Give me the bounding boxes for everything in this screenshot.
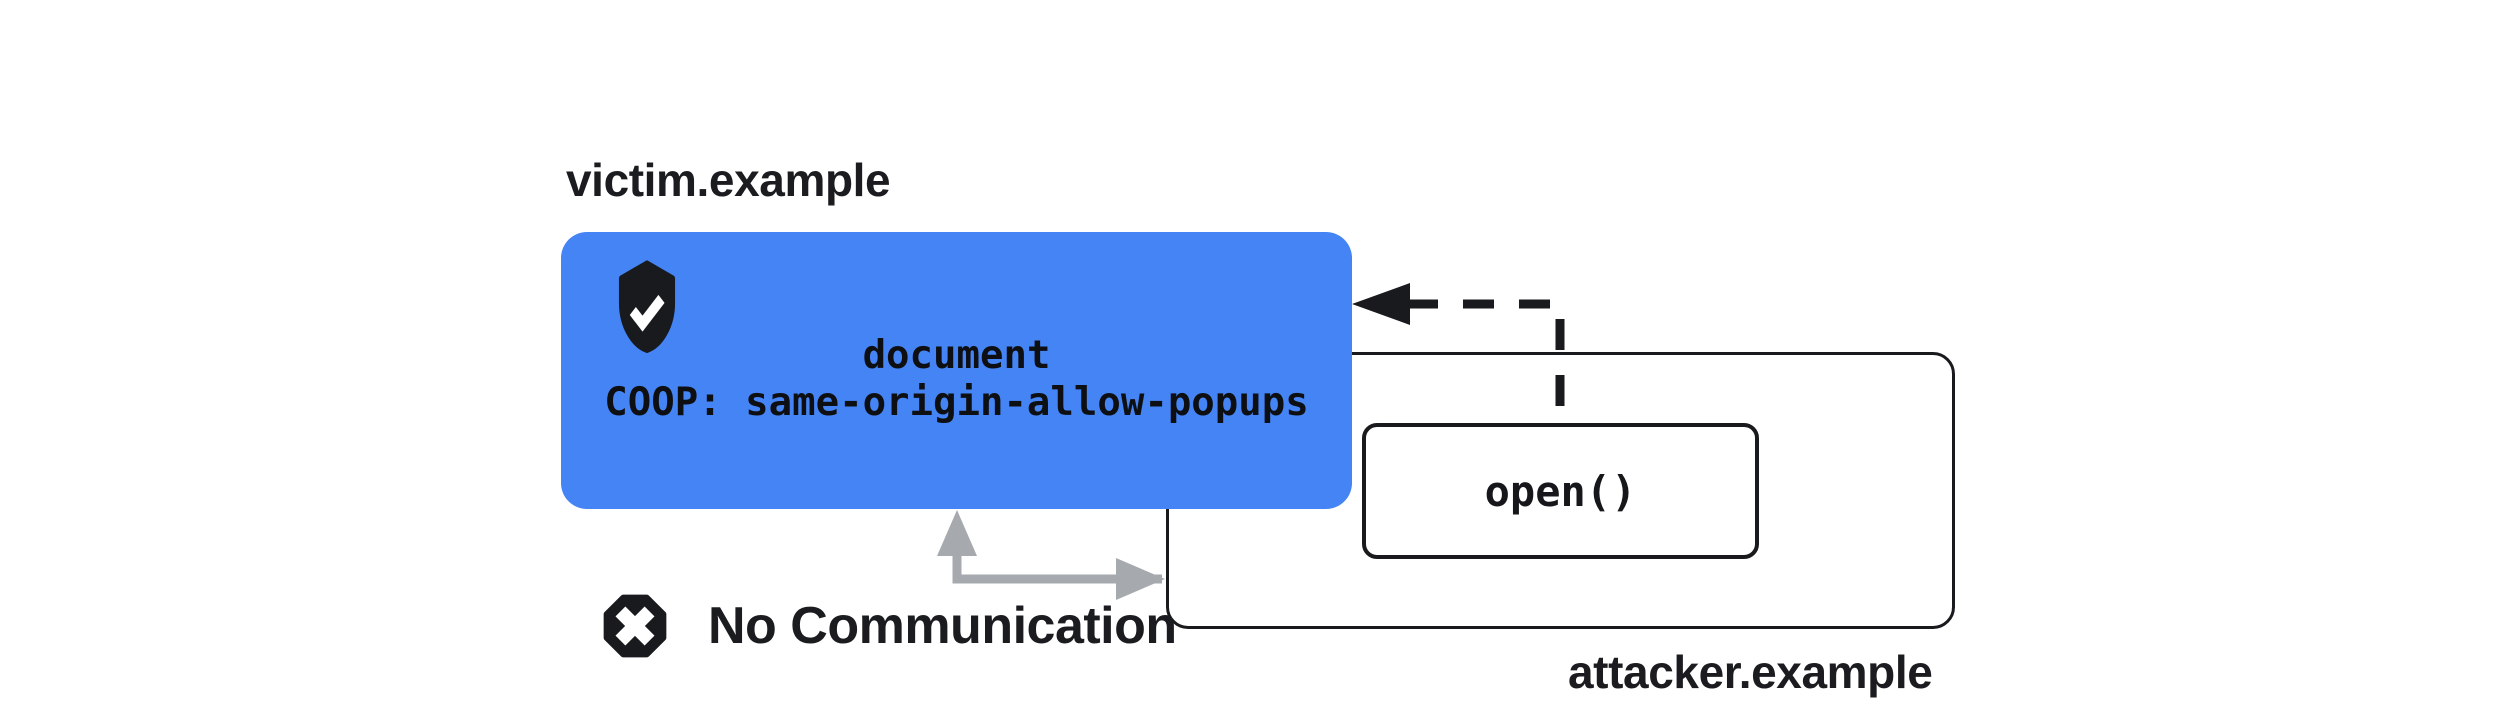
shield-check-icon [618, 260, 676, 353]
gray-arrowhead-up [937, 510, 977, 556]
victim-document-box: document COOP: same-origin-allow-popups [561, 232, 1352, 509]
open-call-box: open() [1362, 423, 1759, 559]
victim-box-line-coop: COOP: same-origin-allow-popups [604, 380, 1309, 425]
no-communication-row: No Communication [597, 588, 1177, 664]
dashed-arrowhead-left [1352, 283, 1410, 325]
victim-domain-label: victim.example [566, 154, 891, 206]
blocked-communication-arrow [937, 510, 1165, 600]
attacker-domain-label: attacker.example [1568, 646, 1933, 698]
open-call-label: open() [1484, 466, 1637, 516]
victim-box-line-document: document [862, 333, 1051, 378]
blocked-x-octagon-icon [603, 594, 667, 658]
no-communication-label: No Communication [708, 597, 1177, 655]
